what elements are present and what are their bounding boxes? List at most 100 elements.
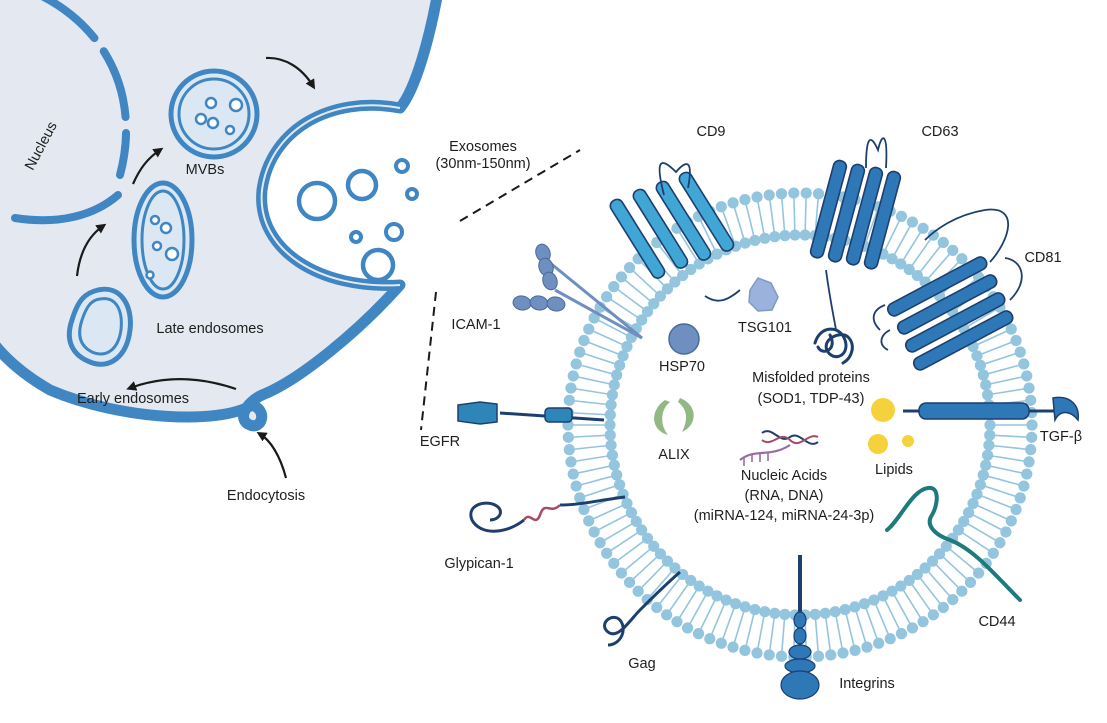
lipid-head <box>615 271 627 283</box>
lipid-head <box>604 419 616 431</box>
lipid-head <box>800 187 812 199</box>
lipid-head <box>873 637 885 649</box>
lipid-tail <box>756 615 765 650</box>
lipid-head <box>956 253 968 265</box>
lipid-tail <box>745 203 755 237</box>
lipid-tail <box>576 465 611 474</box>
integrin-protein <box>780 555 820 700</box>
lipid-head <box>739 237 751 249</box>
lipid-tail <box>649 570 673 598</box>
lipids-label: Lipids <box>875 462 913 478</box>
lipid-head <box>685 574 697 587</box>
lipid-head <box>661 555 674 567</box>
cell-membrane <box>0 0 442 432</box>
lipid-head <box>601 547 613 559</box>
lipid-head <box>608 379 620 391</box>
gag-protein <box>603 570 681 647</box>
lipid-tail <box>927 252 951 280</box>
lipid-head <box>606 389 619 401</box>
lipid-head <box>775 650 788 662</box>
lipid-tail <box>884 599 901 631</box>
lipid-tail <box>986 475 1021 486</box>
egfr-label: EGFR <box>420 434 460 450</box>
lipid-head <box>751 191 763 203</box>
lipid-head <box>977 469 989 481</box>
glypican1-protein <box>469 495 626 533</box>
lipid-head <box>927 609 939 621</box>
lipid-head <box>927 229 939 241</box>
lipid-head <box>617 350 629 362</box>
lipid-head <box>594 537 606 549</box>
lipid-tail <box>609 298 639 319</box>
lipid-head <box>671 616 683 628</box>
lipid-tail <box>579 475 614 486</box>
lipid-head <box>623 262 636 274</box>
lipid-tail <box>980 494 1013 509</box>
lipid-head <box>567 468 579 480</box>
lipid-tail <box>845 613 855 647</box>
lipid-head <box>630 515 642 528</box>
lipid-head <box>868 594 880 606</box>
lipid-head <box>799 229 811 241</box>
lipid-tail <box>699 599 716 631</box>
lipid-head <box>934 548 946 560</box>
lipid-head <box>605 439 617 451</box>
lipid-head <box>615 567 627 579</box>
lipid-head <box>711 590 723 602</box>
lipid-head <box>981 449 994 461</box>
icam1-label: ICAM-1 <box>451 317 500 333</box>
lipid-head <box>611 469 623 481</box>
lipid-head <box>917 616 929 628</box>
misfolded-protein-tangle <box>813 327 854 365</box>
lipid-head <box>952 524 964 536</box>
lipid-tail <box>658 577 681 605</box>
alix-label: ALIX <box>658 447 690 463</box>
lipid-head <box>958 515 970 528</box>
lipid-head <box>641 306 654 318</box>
lipid-head <box>940 540 952 552</box>
lipid-head <box>895 210 908 222</box>
late-endosomes-label: Late endosomes <box>156 321 263 337</box>
glypican1-label: Glypican-1 <box>444 556 513 572</box>
lipid-tail <box>983 352 1017 365</box>
lipid-head <box>763 189 775 201</box>
lipid-head <box>636 314 648 326</box>
lipid-tail <box>640 563 666 589</box>
lipid-tail <box>592 504 624 520</box>
lipid-head <box>825 649 837 661</box>
lipid-tail <box>814 197 819 232</box>
lipid-head <box>632 585 644 597</box>
lipid-tail <box>966 308 997 328</box>
endocytosis-label: Endocytosis <box>227 488 305 504</box>
lipid-head <box>570 480 582 492</box>
lipid-head <box>861 641 873 653</box>
lipid-head <box>693 258 705 270</box>
lipid-head <box>984 429 996 441</box>
lipid-tail <box>986 364 1021 375</box>
exosome-lumen <box>616 241 984 609</box>
lipid-tail <box>592 330 624 346</box>
lipid-head <box>895 580 907 592</box>
lipid-tail <box>733 610 745 644</box>
zoom-lines <box>420 149 581 431</box>
lipid-head <box>651 601 663 614</box>
lipid-tail <box>865 607 879 640</box>
lipid-head <box>583 323 595 335</box>
lipid-tail <box>583 485 617 498</box>
lipid-head <box>769 607 781 619</box>
lipid-head <box>759 232 771 244</box>
lipid-tail <box>993 434 1028 438</box>
lipid-head <box>641 593 653 606</box>
lipid-head <box>962 507 975 519</box>
lipid-head <box>661 283 674 295</box>
icam1-protein <box>512 243 643 340</box>
cd9-protein <box>609 162 741 302</box>
lipid-head <box>1021 468 1033 480</box>
lipid-head <box>895 258 907 270</box>
lipid-head <box>574 346 586 358</box>
lipid-head <box>763 649 775 661</box>
lipid-head <box>886 253 898 265</box>
lipid-head <box>611 369 623 381</box>
lipid-head <box>565 456 577 468</box>
